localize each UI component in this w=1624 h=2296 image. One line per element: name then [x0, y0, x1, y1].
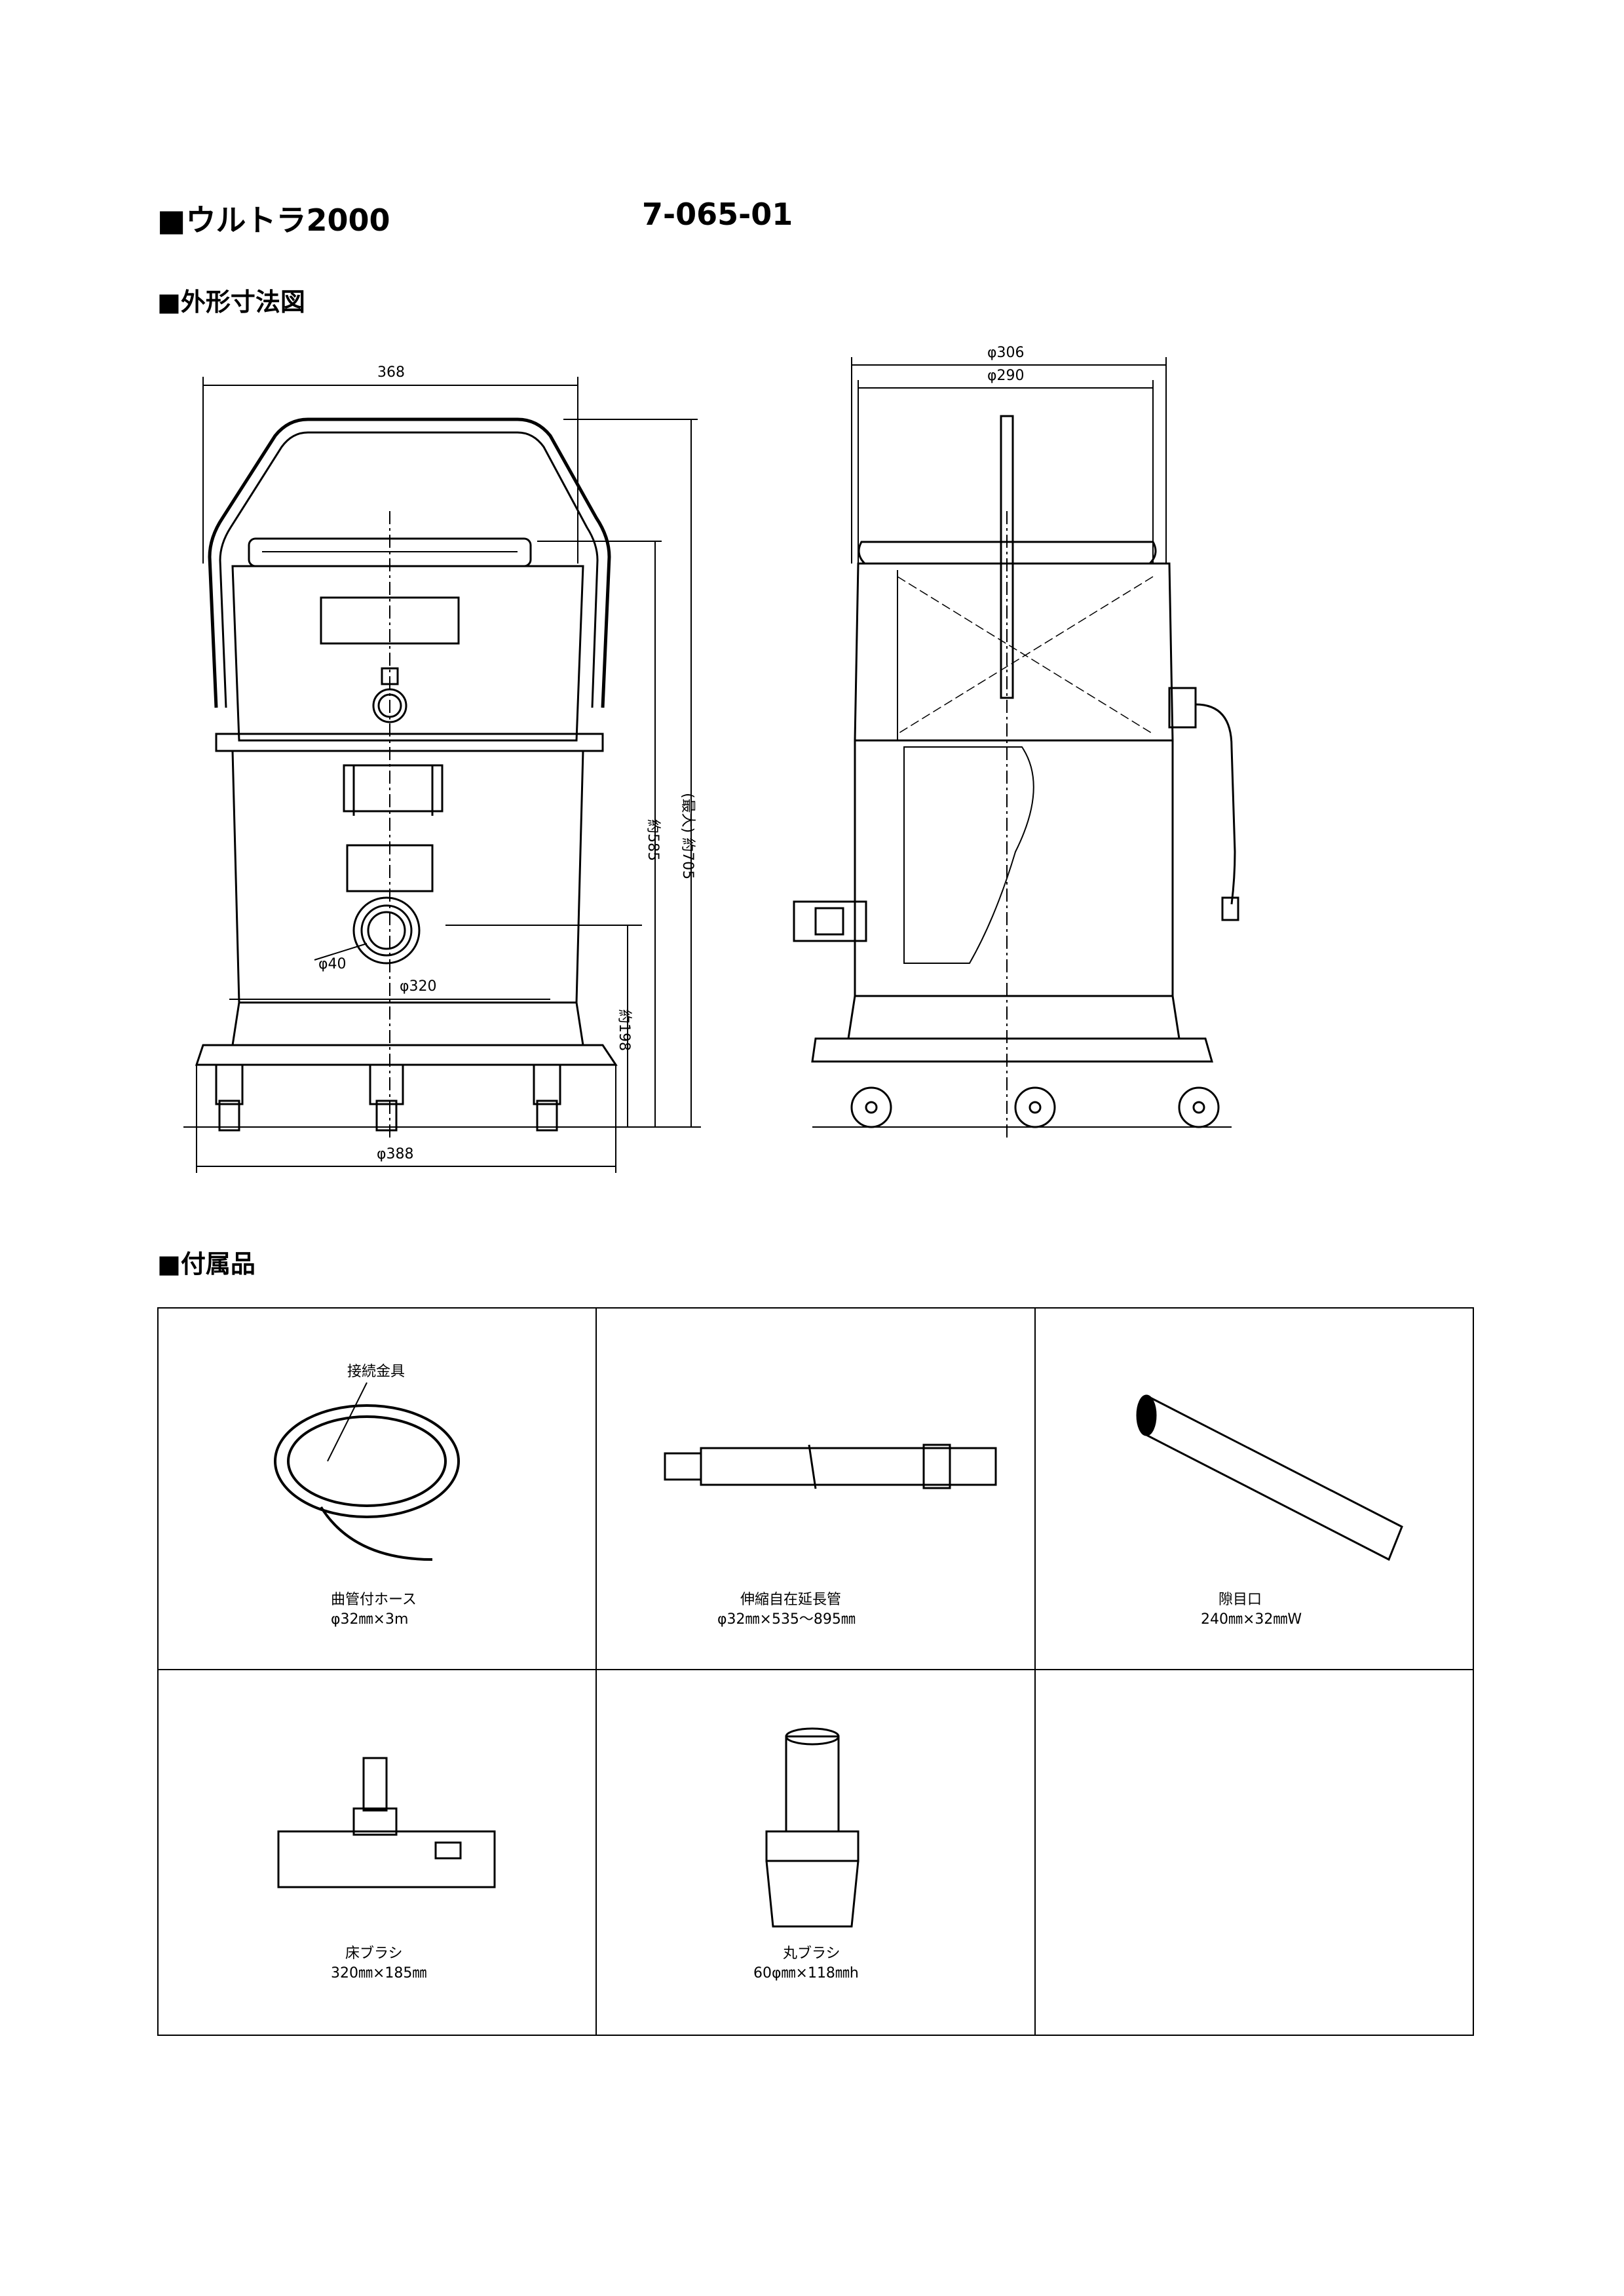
accessory-name-hose: 曲管付ホース	[331, 1592, 417, 1608]
side-view-drawing	[793, 415, 1239, 1140]
accessory-spec-extension-pipe: φ32㎜×535〜895㎜	[717, 1611, 856, 1628]
dim-dia-40: φ40	[318, 956, 347, 972]
front-view-dimension-lines	[183, 377, 701, 1173]
accessory-name-extension-pipe: 伸縮自在延長管	[740, 1592, 841, 1608]
round-brush-icon	[765, 1727, 859, 1928]
dim-height-198: 約198	[616, 1009, 632, 1051]
accessory-spec-floor-brush: 320㎜×185㎜	[331, 1965, 426, 1981]
hose-callout: 接続金具	[347, 1364, 405, 1380]
dim-dia-388: φ388	[377, 1146, 414, 1162]
dim-height-585: 約585	[645, 819, 661, 861]
front-view-drawing	[195, 417, 618, 1140]
section-title-accessories: ■付属品	[157, 1250, 255, 1278]
extension-pipe-icon	[664, 1444, 997, 1489]
accessory-name-round-brush: 丸ブラシ	[783, 1945, 840, 1962]
hose-icon	[274, 1382, 460, 1561]
dim-width-368: 368	[377, 364, 405, 381]
side-view-dimension-lines	[851, 357, 1167, 564]
floor-brush-icon	[277, 1757, 496, 1888]
section-title-dimensions: ■外形寸法図	[157, 288, 305, 316]
accessories-table	[157, 1307, 1474, 2036]
accessory-spec-hose: φ32㎜×3m	[331, 1611, 408, 1628]
accessory-name-floor-brush: 床ブラシ	[345, 1945, 403, 1962]
crevice-nozzle-icon	[1136, 1394, 1403, 1561]
page-title: ■ウルトラ2000	[157, 202, 390, 238]
accessory-name-crevice-nozzle: 隙目口	[1218, 1592, 1262, 1608]
model-code: 7-065-01	[642, 197, 793, 232]
accessory-spec-crevice-nozzle: 240㎜×32㎜W	[1201, 1611, 1302, 1628]
dim-dia-320: φ320	[400, 978, 437, 995]
dim-height-705: (最大) 約705	[679, 793, 696, 879]
accessory-spec-round-brush: 60φ㎜×118㎜h	[753, 1965, 859, 1981]
dim-dia-306: φ306	[987, 345, 1025, 361]
dim-dia-290: φ290	[987, 368, 1025, 384]
